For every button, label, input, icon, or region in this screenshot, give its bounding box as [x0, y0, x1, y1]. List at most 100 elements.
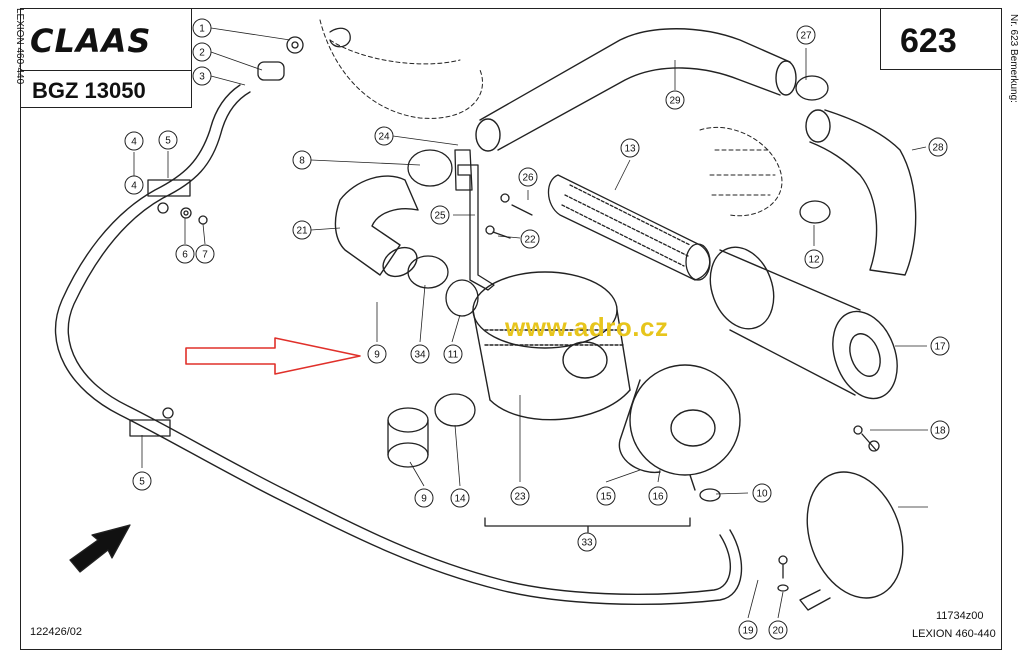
callout-5: 5	[132, 471, 152, 491]
callout-circle	[430, 205, 450, 225]
callout-label: 24	[378, 132, 390, 143]
callout-circle	[443, 344, 463, 364]
callout-label: 11	[448, 350, 459, 361]
sheet-frame	[20, 8, 1002, 650]
title-divider	[20, 70, 192, 71]
filter-cover-14-15	[618, 364, 741, 491]
callout-2: 2	[192, 42, 212, 62]
callout-11: 11	[443, 344, 463, 364]
callout-label: 8	[299, 156, 305, 167]
callout-22: 22	[520, 229, 540, 249]
callout-14: 14	[450, 488, 470, 508]
callout-label: 15	[600, 492, 612, 503]
callout-5: 5	[158, 130, 178, 150]
page-number-box	[880, 8, 1002, 70]
callout-circle	[930, 336, 950, 356]
callout-label: 7	[202, 250, 208, 261]
callout-circle	[374, 126, 394, 146]
callout-label: 26	[522, 173, 534, 184]
callout-25: 25	[430, 205, 450, 225]
callout-label: 33	[581, 538, 593, 549]
callout-label: 25	[434, 211, 446, 222]
callout-23: 23	[510, 486, 530, 506]
callout-label: 20	[772, 626, 784, 637]
callout-circle	[192, 42, 212, 62]
callout-16: 16	[648, 486, 668, 506]
clamp-9-lower	[434, 393, 476, 427]
callout-label: 21	[296, 226, 308, 237]
callout-21: 21	[292, 220, 312, 240]
model-code: BGZ 13050	[32, 78, 146, 103]
callout-9: 9	[414, 488, 434, 508]
callout-7: 7	[195, 244, 215, 264]
callout-label: 14	[454, 494, 466, 505]
callout-17: 17	[930, 336, 950, 356]
callout-10: 10	[752, 483, 772, 503]
brand-logo: CLAAS	[30, 22, 152, 60]
direction-arrow	[69, 524, 131, 573]
callout-1: 1	[192, 18, 212, 38]
bolt-25	[500, 193, 533, 216]
callout-label: 23	[514, 492, 526, 503]
callout-28: 28	[928, 137, 948, 157]
callout-label: 28	[932, 143, 944, 154]
callout-18: 18	[930, 420, 950, 440]
engine-outline-dashed	[319, 19, 783, 217]
callout-circle	[510, 486, 530, 506]
callout-26: 26	[518, 167, 538, 187]
callout-label: 5	[139, 477, 145, 488]
callout-label: 16	[652, 492, 664, 503]
callout-label: 2	[199, 48, 205, 59]
callout-6: 6	[175, 244, 195, 264]
callout-label: 9	[421, 494, 427, 505]
footer-left-code: 122426/02	[30, 626, 82, 638]
callout-circle	[292, 220, 312, 240]
callout-19: 19	[738, 620, 758, 640]
callout-label: 18	[934, 426, 946, 437]
callout-circle	[192, 18, 212, 38]
callout-label: 4	[131, 137, 137, 148]
footer-model-line: LEXION 460-440	[912, 628, 996, 640]
intake-pipe-27	[475, 28, 797, 152]
callout-label: 12	[808, 255, 820, 266]
callout-circle	[175, 244, 195, 264]
callout-label: 4	[131, 181, 137, 192]
callout-label: 27	[800, 31, 812, 42]
callout-29: 29	[665, 90, 685, 110]
callout-4: 4	[124, 175, 144, 195]
callout-circle	[132, 471, 152, 491]
callout-13: 13	[620, 138, 640, 158]
callout-label: 1	[199, 24, 205, 35]
page-number: 623	[900, 22, 957, 60]
hose-bracket-upper	[147, 179, 208, 225]
callout-circle	[738, 620, 758, 640]
callout-circle	[596, 486, 616, 506]
callout-15: 15	[596, 486, 616, 506]
hose-29	[805, 109, 917, 276]
callout-27: 27	[796, 25, 816, 45]
callout-12: 12	[804, 249, 824, 269]
callout-label: 19	[742, 626, 754, 637]
outer-filter-12	[709, 246, 898, 400]
support-bracket-24	[454, 149, 495, 291]
callout-label: 10	[756, 489, 768, 500]
highlight-arrow	[185, 337, 361, 375]
breather-hose	[54, 84, 743, 605]
callout-circle	[158, 130, 178, 150]
callout-label: 6	[182, 250, 188, 261]
callout-circle	[768, 620, 788, 640]
callout-label: 13	[624, 144, 636, 155]
bolt-17	[853, 425, 880, 452]
title-block	[20, 8, 192, 108]
callout-circle	[665, 90, 685, 110]
clamp-33	[795, 75, 829, 101]
callout-circle	[930, 420, 950, 440]
clamp-9-upper	[407, 255, 449, 289]
callout-label: 5	[165, 136, 171, 147]
callout-circle	[192, 66, 212, 86]
callout-circle	[620, 138, 640, 158]
callout-20: 20	[768, 620, 788, 640]
mounting-band-18	[799, 471, 904, 611]
